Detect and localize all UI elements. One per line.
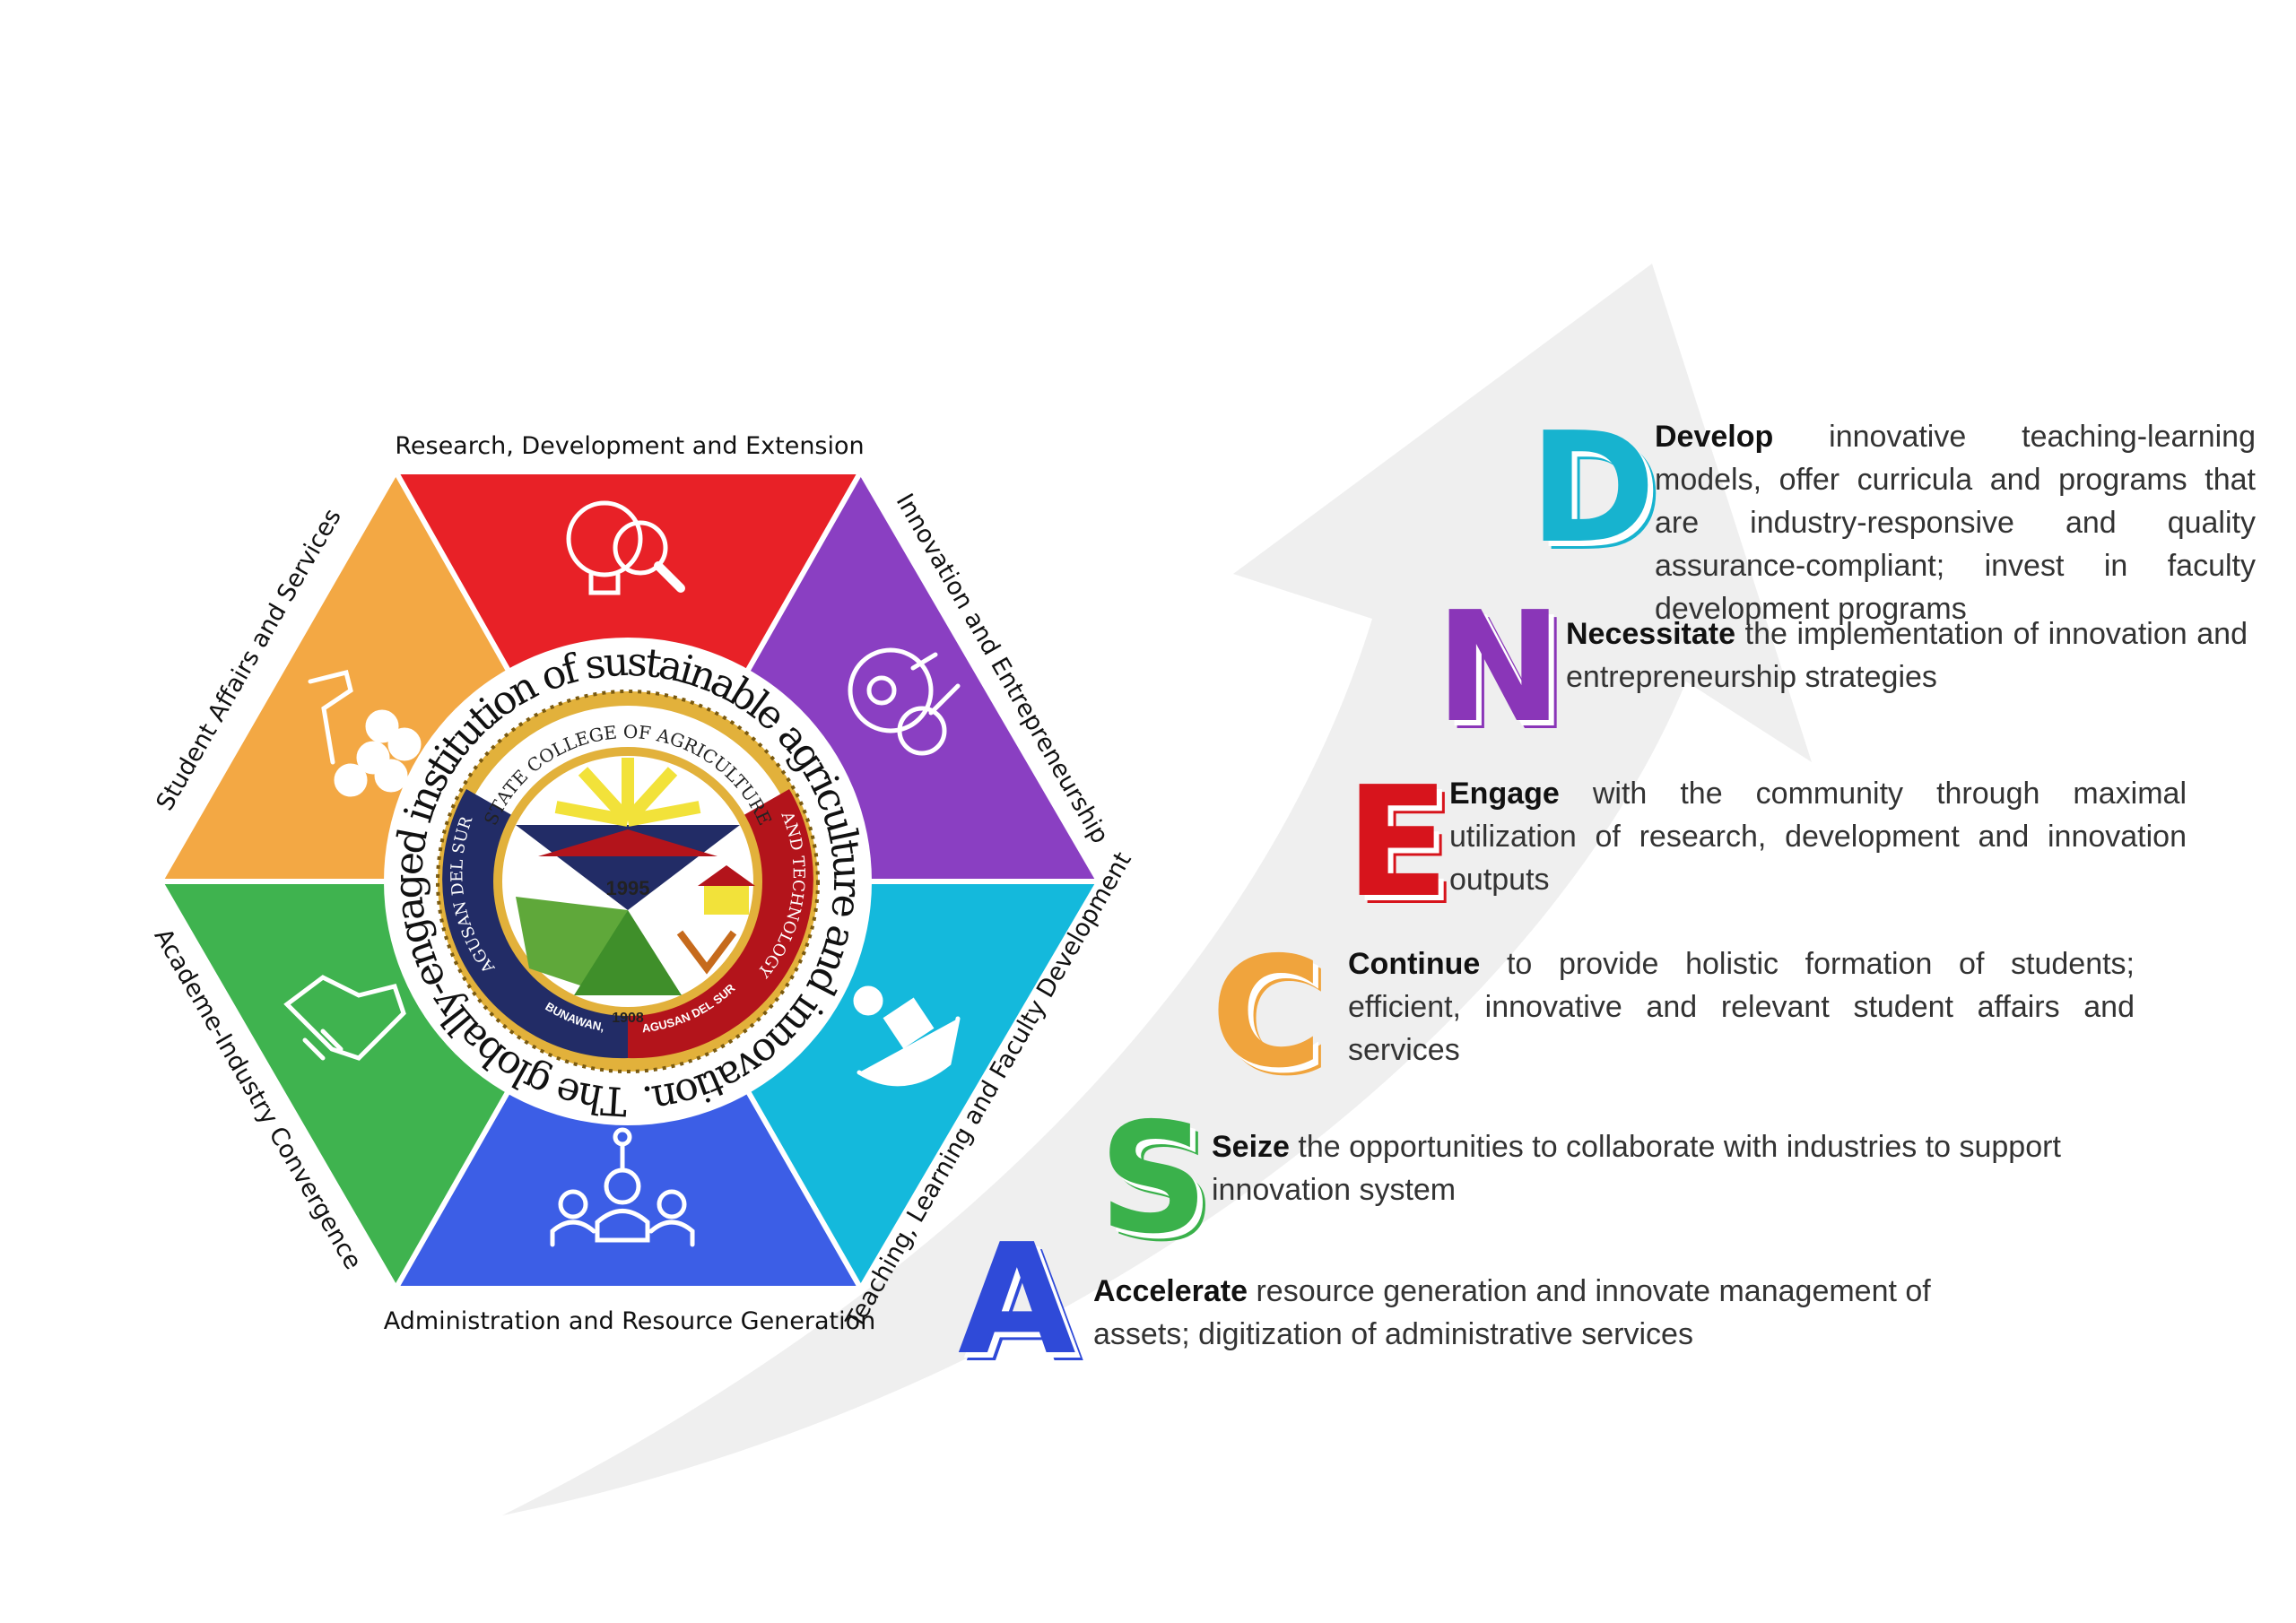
letter-a: A <box>958 1211 1076 1389</box>
innovation-gear-bulb-icon <box>848 647 961 756</box>
letter-n: N <box>1435 579 1563 757</box>
label-research: Research, Development and Extension <box>395 432 864 460</box>
handshake-icon <box>283 975 406 1061</box>
research-lightbulb-magnifier-icon <box>566 500 685 595</box>
dances-n-text: Necessitate the implementation of innova… <box>1566 617 2248 694</box>
team-network-icon <box>550 1127 695 1247</box>
dances-e-text: Engage with the community through maxima… <box>1449 777 2187 897</box>
letter-s: S <box>1099 1090 1209 1268</box>
dances-a-text: Accelerate resource generation and innov… <box>1093 1274 1931 1351</box>
dances-s-text: Seize the opportunities to collaborate w… <box>1212 1130 2061 1207</box>
teaching-hands-book-icon <box>853 985 961 1087</box>
letter-d: D <box>1529 400 1657 577</box>
letter-c: C <box>1211 924 1323 1102</box>
label-administration: Administration and Resource Generation <box>384 1307 876 1335</box>
dances-d-text: Develop innovative teaching-learning mod… <box>1655 420 2256 626</box>
dances-c-text: Continue to provide holistic formation o… <box>1348 947 2135 1067</box>
svg-text:1908: 1908 <box>612 1011 644 1026</box>
hand-giving-icon <box>308 669 422 797</box>
college-seal-logo: 1995 1908 STATE COLLEGE OF AGRICULTURE A… <box>436 690 820 1073</box>
svg-text:1995: 1995 <box>606 877 650 899</box>
letter-e: E <box>1345 754 1450 932</box>
